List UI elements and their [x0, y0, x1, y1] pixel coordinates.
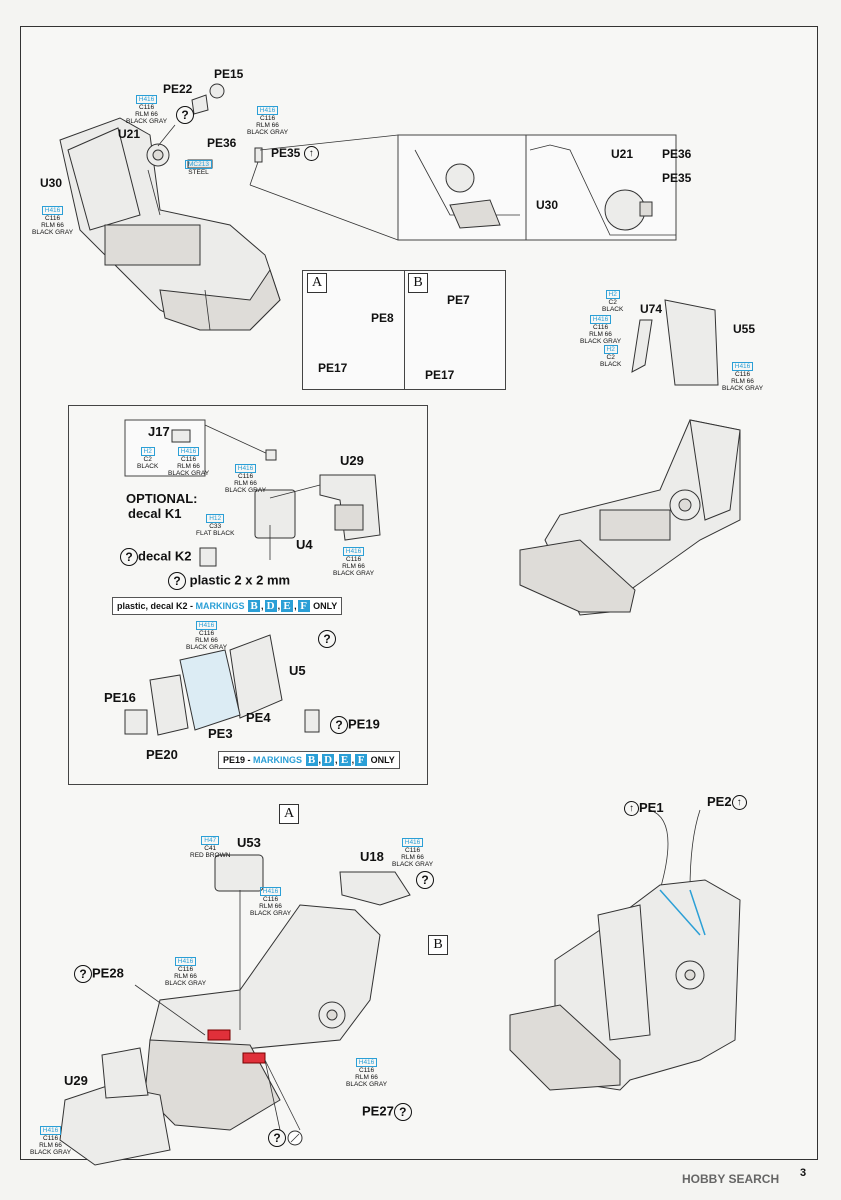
question-icon: ? [176, 106, 194, 124]
part-label-pe22: PE22 [163, 82, 193, 96]
decal-k1-label: decal K1 [128, 506, 182, 521]
question-icon: ? [268, 1129, 286, 1147]
part-label-pe28: ?PE28 [74, 965, 124, 983]
question-icon: ? [416, 871, 434, 889]
optional-label: OPTIONAL: [126, 491, 198, 506]
part-label-pe2: PE2↑ [707, 794, 747, 811]
right-top-cockpit-drawing [519, 299, 741, 616]
markings-note-1: plastic, decal K2 - MARKINGS B,D,E,F ONL… [112, 597, 343, 615]
variant-letter-b: B [428, 935, 448, 955]
detail-inset [397, 134, 677, 241]
variant-letter-a: A [307, 273, 327, 293]
plastic-label: ? plastic 2 x 2 mm [168, 572, 290, 590]
part-label-pe1: ↑PE1 [624, 800, 664, 817]
bottom-right-cockpit-drawing [509, 809, 741, 1091]
part-label-pe17: PE17 [318, 361, 348, 375]
part-label-pe35: PE35 ↑ [271, 146, 319, 162]
part-label-u21: U21 [611, 147, 634, 161]
part-label-j17: J17 [148, 424, 170, 439]
part-label-pe15: PE15 [214, 67, 244, 81]
part-label-u29: U29 [340, 453, 364, 468]
part-label-pe17: PE17 [425, 368, 455, 382]
part-label-u21: U21 [118, 127, 141, 141]
part-label-u4: U4 [296, 537, 313, 552]
bottom-cockpit-drawing [59, 854, 411, 1166]
part-label-pe20: PE20 [146, 747, 178, 762]
part-label-pe27: PE27? [362, 1103, 412, 1121]
part-label-pe19: ?PE19 [330, 716, 380, 734]
decal-k2-label: ?decal K2 [120, 548, 191, 566]
part-label-pe35: PE35 [662, 171, 692, 185]
part-label-pe8: PE8 [371, 311, 394, 325]
bend-arrow-icon: ↑ [303, 146, 319, 162]
part-label-u74: U74 [640, 302, 663, 316]
variant-letter-b: B [408, 273, 428, 293]
part-label-pe4: PE4 [246, 710, 271, 725]
part-label-u5: U5 [289, 663, 306, 678]
variant-letter-a: A [279, 804, 299, 824]
part-label-pe3: PE3 [208, 726, 233, 741]
instrument-panel-box [68, 405, 428, 785]
part-label-u30: U30 [40, 176, 63, 190]
panel-drawings [124, 419, 381, 736]
bend-arrow-icon: ↑ [731, 795, 747, 811]
part-label-u30: U30 [536, 198, 559, 212]
part-label-pe36: PE36 [662, 147, 692, 161]
page-number: 3 [800, 1167, 807, 1179]
watermark-logo: HOBBY SEARCH [682, 1172, 780, 1186]
markings-note-2: PE19 - MARKINGS B,D,E,F ONLY [218, 751, 400, 769]
part-label-u29: U29 [64, 1073, 88, 1088]
part-label-pe7: PE7 [447, 293, 470, 307]
question-icon: ? [318, 630, 336, 648]
part-label-u55: U55 [733, 322, 756, 336]
part-label-u18: U18 [360, 849, 384, 864]
bend-arrow-icon: ↑ [624, 801, 639, 817]
part-label-pe16: PE16 [104, 690, 136, 705]
part-label-u53: U53 [237, 835, 261, 850]
top-cockpit-drawing [59, 83, 399, 331]
part-label-pe36: PE36 [207, 136, 237, 150]
